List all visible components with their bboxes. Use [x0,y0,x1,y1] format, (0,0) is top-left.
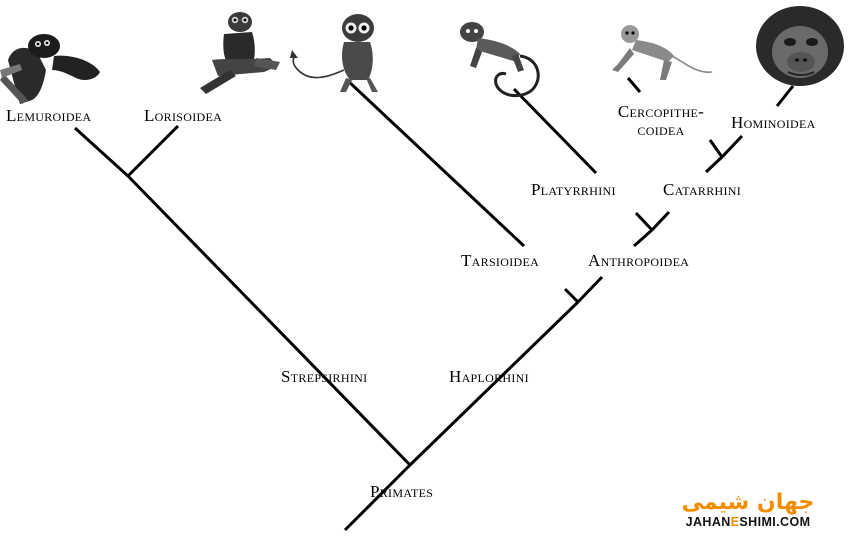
label-lemuroidea: Lemuroidea [6,106,92,125]
label-catarrhini: Catarrhini [663,180,742,199]
watermark-site-part2: E [730,515,740,529]
label-cercopithecoidea-line2: coidea [637,120,685,139]
branch-lorisoidea [126,124,180,178]
old-world-monkey-illustration [612,25,713,80]
label-cercopithecoidea-line1: Cercopithe- [617,102,705,121]
branch-anthropoidea [576,275,604,304]
new-world-monkey-illustration [460,22,540,98]
watermark-site-part3: SHIMI.COM [739,515,811,529]
label-haplorhini: Haplorhini [449,367,529,386]
branch-anthropoidea-upper [633,228,653,248]
branch-tarsioidea [563,287,580,304]
branch-catarrhini [650,210,671,232]
branch-cercopith-top [626,77,642,93]
lemur-illustration [0,34,100,104]
branch-hominoidea-upper [775,85,795,107]
watermark-site: JAHANESHIMI.COM [668,515,828,529]
label-lorisoidea: Lorisoidea [144,106,223,125]
watermark-site-part1: JAHAN [685,515,731,529]
branch-tarsier-line [345,78,526,248]
watermark-logo-mark: جهان شیمی [668,491,828,515]
tarsier-illustration [290,14,378,92]
chimpanzee-illustration [756,6,844,86]
label-tarsioidea: Tarsioidea [461,251,540,270]
branch-lemuroidea [73,126,130,178]
branch-strepsirhini [126,174,412,467]
label-cercopithecoidea: Cercopithe- coidea [608,103,714,139]
label-anthropoidea: Anthropoidea [588,251,690,270]
branch-cercopithecoidea [708,139,724,158]
watermark-logo-text: جهان شیمی [681,490,815,515]
branch-root [343,463,412,532]
watermark-logo: جهان شیمی JAHANESHIMI.COM [668,491,828,530]
branch-haplorhini [408,300,580,467]
loris-illustration [200,12,280,94]
label-primates: Primates [370,482,434,501]
label-hominoidea: Hominoidea [731,113,816,132]
label-strepsirhini: Strepsirhini [281,367,368,386]
branch-catarrhini-upper [704,155,724,174]
label-platyrrhini: Platyrrhini [531,180,616,199]
branch-platyrrhini-upper [512,87,598,175]
branch-platyrrhini [634,211,654,232]
branch-hominoidea [720,134,744,159]
